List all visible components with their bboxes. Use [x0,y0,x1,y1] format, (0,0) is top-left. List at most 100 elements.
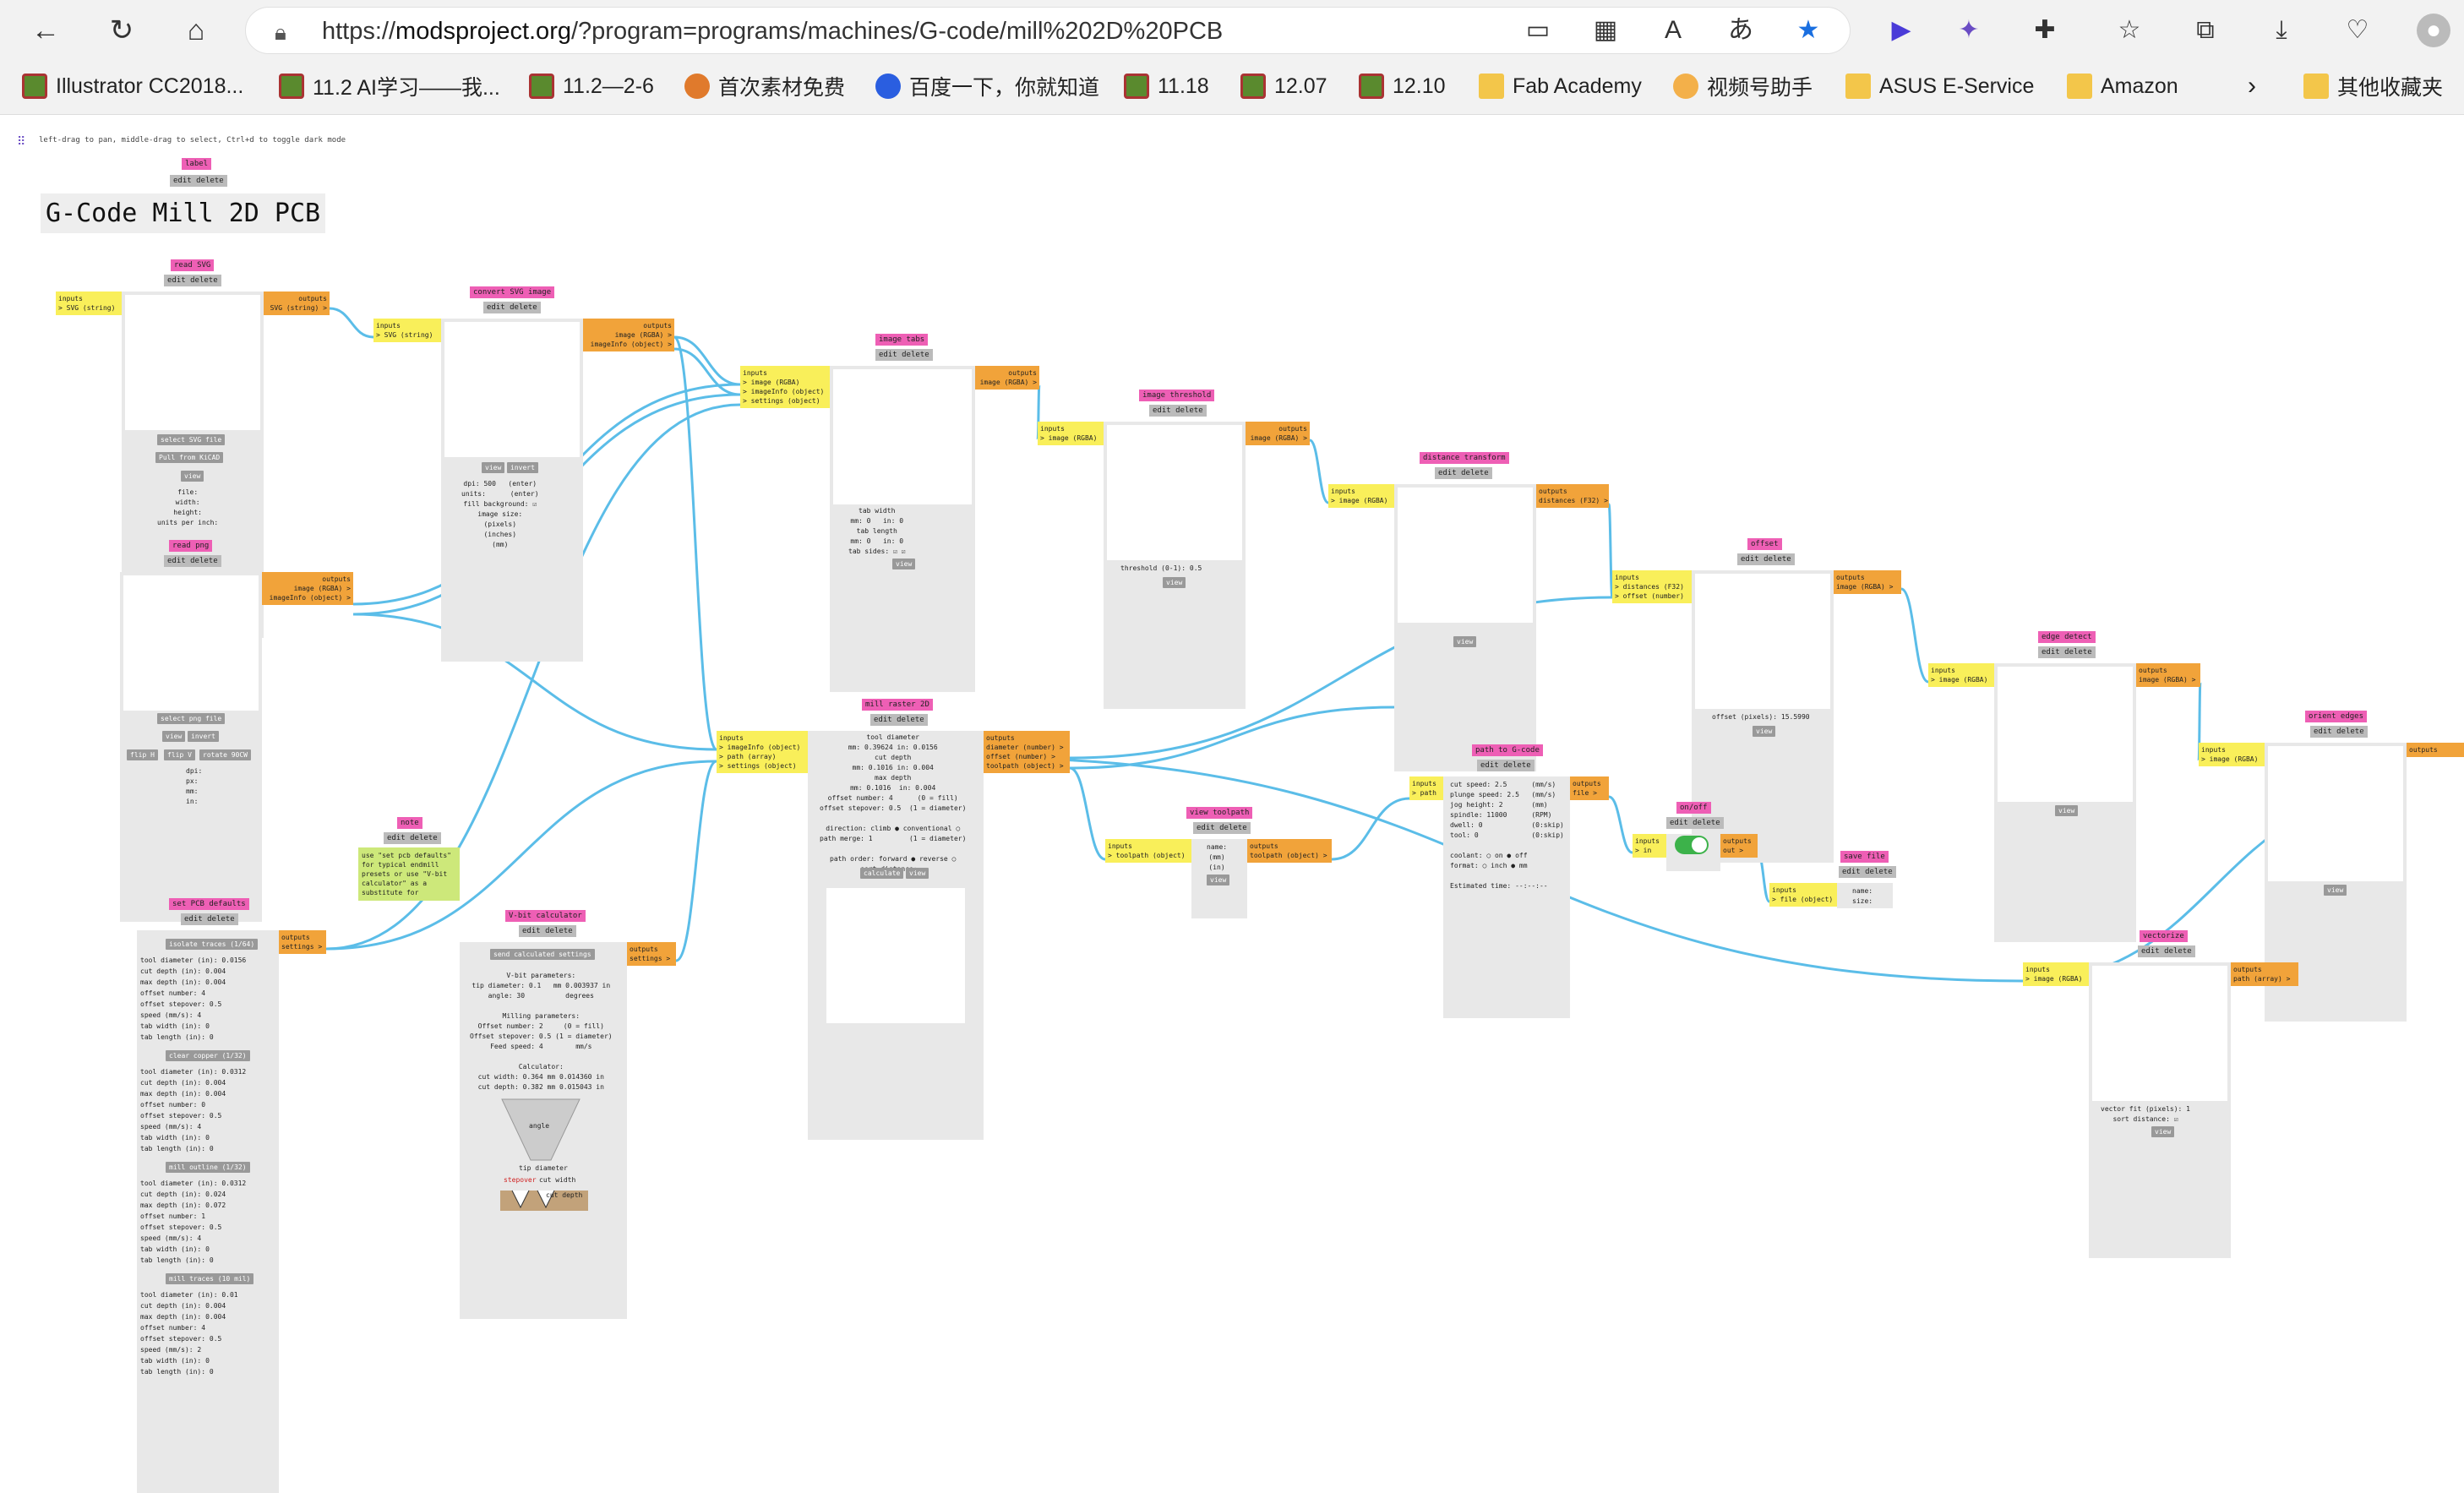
favorites-icon[interactable]: ☆ [2118,16,2141,44]
preset-field[interactable]: cut depth (in): 0.024 [140,1191,226,1198]
bookmark-shipinhao[interactable]: 视频号助手 [1673,71,1813,101]
preset-field[interactable]: tab length (in): 0 [140,1256,214,1264]
select-png-button[interactable]: select png file [157,713,226,724]
view-button[interactable]: view [906,868,929,879]
view-button[interactable]: view [181,471,204,482]
edit-delete[interactable]: edit delete [1193,822,1251,834]
extensions-icon[interactable]: ✚ [2034,16,2056,44]
preset-button[interactable]: mill traces (10 mil) [166,1273,254,1284]
preset-field[interactable]: offset number: 4 [140,1324,206,1332]
edit-delete[interactable]: edit delete [1477,760,1535,771]
module-title[interactable]: image threshold [1139,390,1215,401]
favorite-star-icon[interactable]: ★ [1796,16,1820,44]
inputs-port[interactable]: inputs> image (RGBA) [1928,663,1994,687]
calculate-button[interactable]: calculate [860,868,904,879]
pull-kicad-button[interactable]: Pull from KiCAD [155,452,224,463]
module-title[interactable]: image tabs [875,334,929,346]
preset-field[interactable]: offset stepover: 0.5 [140,1112,222,1120]
preset-field[interactable]: tab width (in): 0 [140,1134,210,1142]
edit-delete[interactable]: edit delete [384,832,441,844]
inputs-port[interactable]: inputs> distances (F32)> offset (number) [1612,570,1692,603]
preset-field[interactable]: cut depth (in): 0.004 [140,967,226,975]
bookmarks-more-chevron-icon[interactable]: › [2248,72,2256,100]
preset-field[interactable]: tool diameter (in): 0.0312 [140,1180,247,1187]
downloads-icon[interactable]: ⤓ [2276,16,2287,44]
inputs-port[interactable]: inputs> SVG (string) [56,292,122,315]
module-title[interactable]: offset [1747,538,1782,550]
preset-field[interactable]: tab width (in): 0 [140,1022,210,1030]
preset-field[interactable]: tab width (in): 0 [140,1245,210,1253]
preset-field[interactable]: tab width (in): 0 [140,1357,210,1365]
reload-icon[interactable]: ↻ [109,14,134,46]
apps-icon[interactable]: ▦ [1593,16,1618,44]
preset-button[interactable]: mill outline (1/32) [166,1162,250,1173]
url-text[interactable]: https://modsproject.org/?program=program… [322,18,1223,46]
preset-field[interactable]: max depth (in): 0.004 [140,978,226,986]
module-title[interactable]: path to G-code [1472,744,1543,756]
view-button[interactable]: view [1207,875,1230,885]
view-button[interactable]: view [2151,1126,2175,1137]
invert-button[interactable]: invert [507,462,538,473]
module-title[interactable]: convert SVG image [470,286,555,298]
select-svg-button[interactable]: select SVG file [157,434,226,445]
module-title[interactable]: distance transform [1420,452,1509,464]
module-title[interactable]: mill raster 2D [862,699,933,711]
translate-icon[interactable]: あ [1728,16,1753,44]
edit-delete[interactable]: edit delete [164,555,221,567]
bookmark-12-10[interactable]: 12.10 [1359,71,1446,101]
preset-field[interactable]: speed (mm/s): 4 [140,1234,202,1242]
edit-delete[interactable]: edit delete [519,925,576,937]
inputs-port[interactable]: inputs> SVG (string) [373,319,441,342]
inputs-port[interactable]: inputs> toolpath (object) [1105,839,1191,863]
read-aloud-icon[interactable]: A [1664,16,1682,44]
module-title[interactable]: read png [169,540,213,552]
flip-h-button[interactable]: flip H [127,749,158,760]
preset-field[interactable]: tab length (in): 0 [140,1145,214,1152]
module-title[interactable]: set PCB defaults [169,898,249,910]
preset-field[interactable]: offset stepover: 0.5 [140,1000,222,1008]
edit-delete[interactable]: edit delete [181,913,238,925]
home-icon[interactable]: ⌂ [187,14,205,46]
preset-field[interactable]: tool diameter (in): 0.0156 [140,956,247,964]
inputs-port[interactable]: inputs> image (RGBA) [1328,484,1394,508]
preset-button[interactable]: clear copper (1/32) [166,1050,250,1061]
collections-icon[interactable]: ⧉ [2196,16,2215,44]
module-title[interactable]: edge detect [2038,631,2096,643]
preset-field[interactable]: tool diameter (in): 0.01 [140,1291,238,1299]
module-title[interactable]: view toolpath [1186,807,1253,819]
bookmark-amazon[interactable]: Amazon [2067,71,2178,101]
inputs-port[interactable]: inputs> image (RGBA) [2199,743,2265,766]
bookmark-illustrator[interactable]: Illustrator CC2018... [22,71,243,101]
inputs-port[interactable]: inputs> imageInfo (object)> path (array)… [717,731,808,773]
bookmark-asus[interactable]: ASUS E-Service [1845,71,2034,101]
module-title[interactable]: on/off [1676,802,1711,814]
edit-delete[interactable]: edit delete [164,275,221,286]
flip-v-button[interactable]: flip V [164,749,195,760]
bookmark-12-07[interactable]: 12.07 [1240,71,1327,101]
rotate-button[interactable]: rotate 90CW [199,749,251,760]
edit-delete[interactable]: edit delete [1839,866,1896,878]
preset-field[interactable]: max depth (in): 0.004 [140,1090,226,1098]
bookmark-sucai[interactable]: 首次素材免费 [684,71,845,101]
bookmark-11-2[interactable]: 11.2—2-6 [529,71,654,101]
module-title[interactable]: label [182,158,212,170]
view-button[interactable]: view [1163,577,1186,588]
edit-delete[interactable]: edit delete [2038,646,2096,658]
bookmark-11-18[interactable]: 11.18 [1124,71,1209,101]
preset-field[interactable]: cut depth (in): 0.004 [140,1302,226,1310]
inputs-port[interactable]: inputs> file (object) [1769,883,1837,907]
send-settings-button[interactable]: send calculated settings [490,949,595,960]
bookmark-fab-academy[interactable]: Fab Academy [1479,71,1642,101]
bookmark-ai[interactable]: 11.2 AI学习——我... [279,71,500,101]
outputs-port[interactable]: outputs [2407,743,2464,757]
bookmark-other-folder[interactable]: 其他收藏夹 [2303,71,2443,101]
edit-delete[interactable]: edit delete [2310,726,2368,738]
edit-delete[interactable]: edit delete [2138,945,2195,957]
view-button[interactable]: view [1753,726,1776,737]
module-title[interactable]: V-bit calculator [505,910,586,922]
